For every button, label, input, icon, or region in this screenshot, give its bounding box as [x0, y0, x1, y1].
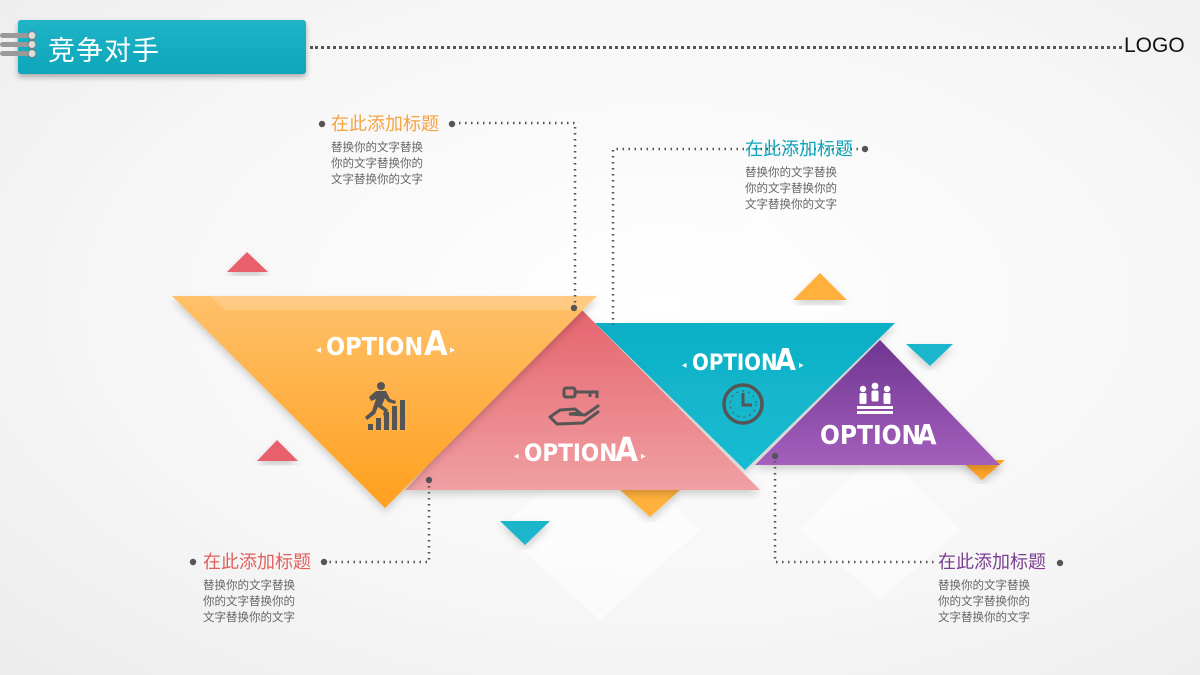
teal-triangle	[595, 323, 895, 470]
key-hand-icon	[548, 386, 600, 426]
block-title: 在此添加标题	[203, 552, 311, 573]
option-1: ◂ OPTION A ▸	[316, 324, 455, 364]
block-body-line: 文字替换你的文字	[938, 610, 1030, 624]
option-3: ◂ OPTION A ▸	[682, 343, 804, 378]
title-tab: 竞争对手	[18, 20, 306, 74]
page-title: 竞争对手	[48, 36, 160, 67]
block-body-line: 你的文字替换你的	[745, 181, 837, 195]
option-1-letter: A	[424, 324, 448, 364]
block-body-line: 文字替换你的文字	[745, 197, 837, 211]
option-1-label: OPTION	[326, 332, 423, 361]
clock-icon	[722, 383, 764, 425]
block-body: 替换你的文字替换 你的文字替换你的 文字替换你的文字	[745, 164, 895, 212]
block-title: 在此添加标题	[745, 139, 853, 160]
runner-steps-icon	[365, 382, 405, 430]
bg-diamond	[800, 450, 960, 600]
option-4: OPTION A	[820, 418, 937, 451]
block-body-line: 替换你的文字替换	[938, 578, 1030, 592]
option-2: ◂ OPTION A ▸	[514, 430, 646, 469]
block-body-line: 你的文字替换你的	[938, 594, 1030, 608]
option-3-arrow-right: ▸	[799, 360, 804, 371]
block-body-line: 替换你的文字替换	[203, 578, 295, 592]
deco-triangle	[620, 490, 680, 517]
text-block-top-left: 在此添加标题 替换你的文字替换 你的文字替换你的 文字替换你的文字	[331, 114, 481, 187]
block-body-line: 你的文字替换你的	[203, 594, 295, 608]
deco-triangle	[227, 252, 268, 272]
block-title: 在此添加标题	[331, 114, 439, 135]
option-2-arrow-right: ▸	[641, 451, 646, 462]
option-1-arrow-left: ◂	[316, 343, 321, 356]
header-dotted-line	[310, 46, 1122, 49]
purple-triangle	[755, 340, 1000, 465]
deco-triangle	[257, 440, 298, 461]
text-block-top-right: 在此添加标题 替换你的文字替换 你的文字替换你的 文字替换你的文字	[745, 139, 895, 212]
block-body: 替换你的文字替换 你的文字替换你的 文字替换你的文字	[331, 139, 481, 187]
deco-triangle	[906, 344, 953, 366]
block-body: 替换你的文字替换 你的文字替换你的 文字替换你的文字	[938, 577, 1088, 625]
block-body-line: 替换你的文字替换	[745, 165, 837, 179]
block-body: 替换你的文字替换 你的文字替换你的 文字替换你的文字	[203, 577, 353, 625]
text-block-bottom-left: 在此添加标题 替换你的文字替换 你的文字替换你的 文字替换你的文字	[203, 552, 353, 625]
red-triangle	[405, 303, 760, 490]
text-block-bottom-right: 在此添加标题 替换你的文字替换 你的文字替换你的 文字替换你的文字	[938, 552, 1088, 625]
option-3-arrow-left: ◂	[682, 360, 687, 371]
block-body-line: 文字替换你的文字	[331, 172, 423, 186]
option-2-label: OPTION	[524, 439, 617, 467]
option-1-arrow-right: ▸	[450, 343, 455, 356]
option-4-label: OPTION	[820, 421, 921, 451]
deco-triangle	[793, 273, 847, 300]
orange-triangle	[172, 296, 597, 508]
connector-dots	[189, 120, 1064, 567]
block-title: 在此添加标题	[938, 552, 1046, 573]
team-icon	[857, 382, 893, 414]
block-body-line: 你的文字替换你的	[331, 156, 423, 170]
logo: LOGO	[1124, 34, 1185, 57]
orange-highlight	[210, 296, 597, 310]
block-body-line: 替换你的文字替换	[331, 140, 423, 154]
bg-diamond	[500, 430, 700, 620]
option-4-letter: A	[917, 418, 937, 451]
option-2-letter: A	[615, 430, 638, 469]
option-3-letter: A	[775, 343, 796, 378]
option-3-label: OPTION	[692, 351, 778, 376]
binder-rings-icon	[0, 31, 37, 58]
option-2-arrow-left: ◂	[514, 451, 519, 462]
block-body-line: 文字替换你的文字	[203, 610, 295, 624]
deco-triangle	[500, 521, 550, 545]
